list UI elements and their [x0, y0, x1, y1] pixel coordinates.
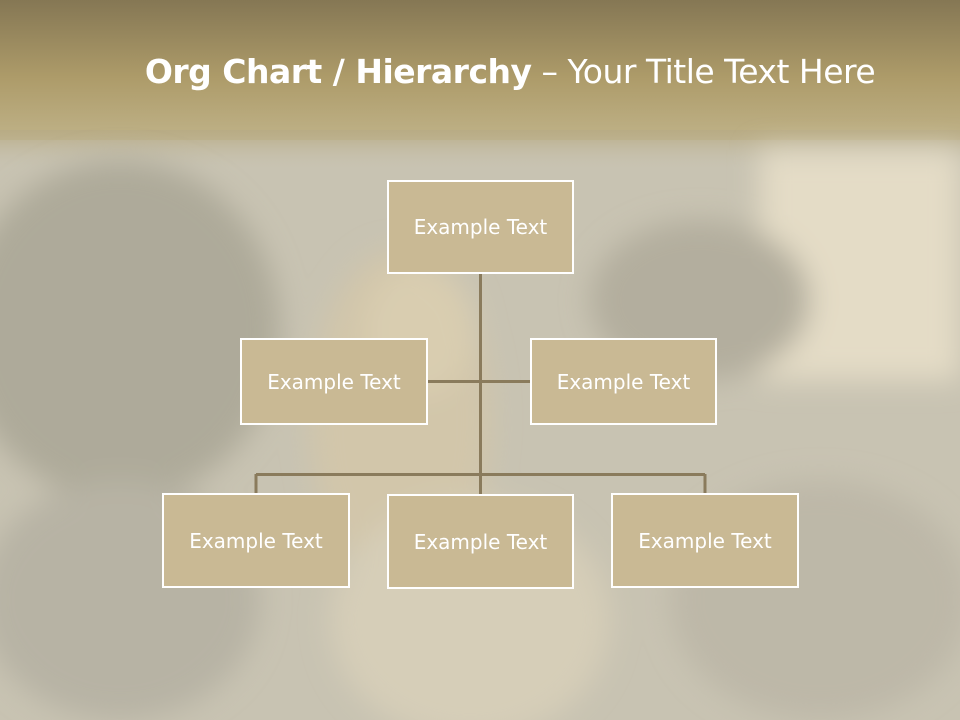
org-node-level3-right[interactable]: Example Text — [611, 493, 799, 588]
org-node-level2-left[interactable]: Example Text — [240, 338, 428, 425]
org-node-root[interactable]: Example Text — [387, 180, 574, 274]
title-subtitle: Your Title Text Here — [567, 52, 876, 91]
org-node-level3-left[interactable]: Example Text — [162, 493, 350, 588]
title-bold: Org Chart / Hierarchy — [144, 52, 532, 91]
org-node-level3-center[interactable]: Example Text — [387, 494, 574, 589]
page-title: Org Chart / Hierarchy – Your Title Text … — [0, 52, 960, 91]
title-dash: – — [531, 52, 568, 91]
org-node-level2-right[interactable]: Example Text — [530, 338, 717, 425]
